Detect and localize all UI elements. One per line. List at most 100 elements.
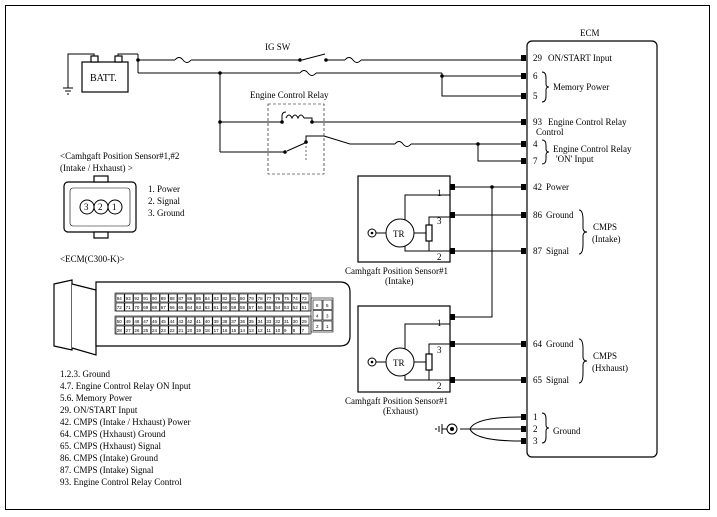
- ecm-cell-label: 82: [222, 296, 228, 301]
- ecm-cell-57: [247, 302, 257, 312]
- sensor-exhaust: 1 3 2 TR Camhgaft Position Sensor#1 (Exh…: [345, 305, 455, 416]
- ecm-cell-label: 64: [187, 305, 193, 310]
- ecm-cell-84: [203, 293, 213, 303]
- ecm-cell-40: [203, 316, 213, 326]
- fuse-icon: [299, 70, 317, 76]
- ecm-cell-93: [124, 293, 134, 303]
- ecm-pin-86: 86 Ground: [521, 210, 574, 220]
- pin-legend-9: 93. Engine Control Relay Control: [60, 477, 182, 487]
- ecm-cell-label: 48: [134, 319, 140, 324]
- svg-text:3: 3: [533, 436, 538, 446]
- ecm-pin-3: 3: [521, 436, 538, 446]
- ecm-cell-28: [115, 325, 125, 335]
- svg-text:2: 2: [437, 381, 442, 391]
- ecm-cell-label: 20: [187, 328, 193, 333]
- ecm-cell-label: 17: [214, 328, 220, 333]
- ecm-cell-label: 37: [231, 319, 237, 324]
- ecm-cell-2: [312, 320, 323, 331]
- ecm-cell-71: [124, 302, 134, 312]
- svg-text:3: 3: [437, 216, 442, 226]
- ecm-cell-3: [322, 310, 333, 321]
- ecm-cell-label: 41: [196, 319, 202, 324]
- ecm-cell-36: [238, 316, 248, 326]
- ecm-cell-label: 9: [284, 328, 287, 333]
- ecm-cell-label: 66: [170, 305, 176, 310]
- ecm-cell-label: 30: [293, 319, 299, 324]
- ecm-cell-27: [124, 325, 134, 335]
- ecm-cell-label: 6: [316, 303, 319, 308]
- ecm-cell-label: 3: [326, 314, 329, 319]
- ecm-cell-64: [186, 302, 195, 312]
- relay-control-label: Control: [536, 127, 564, 137]
- ecm-cell-43: [177, 316, 187, 326]
- sensor-pin-3: 3: [84, 202, 89, 212]
- ecm-cell-label: 56: [258, 305, 264, 310]
- svg-text:Power: Power: [546, 182, 569, 192]
- battery-box: [81, 61, 129, 93]
- ecm-cell-label: 19: [196, 328, 202, 333]
- ecm-cell-label: 31: [284, 319, 290, 324]
- sensor-connector-title-2: (Intake / Hxhaust) >: [60, 163, 133, 173]
- sensor-legend-1: 1. Power: [148, 184, 180, 194]
- ecm-cell-label: 74: [293, 296, 299, 301]
- memory-power-label: Memory Power: [553, 82, 609, 92]
- ecm-cell-label: 67: [161, 305, 167, 310]
- ecm-cell-label: 16: [222, 328, 228, 333]
- ecm-cell-label: 15: [231, 328, 237, 333]
- svg-text:87: 87: [533, 246, 543, 256]
- relay-on-label-1: Engine Control Relay: [553, 144, 632, 154]
- ecm-cell-44: [168, 316, 178, 326]
- ecm-cell-34: [256, 316, 266, 326]
- ecm-cell-54: [274, 302, 283, 312]
- ecm-cell-label: 4: [316, 314, 319, 319]
- svg-text:TR: TR: [393, 229, 405, 239]
- ecm-cell-label: 62: [205, 305, 211, 310]
- sensor-intake-caption-2: (Intake): [385, 276, 413, 286]
- svg-text:29: 29: [533, 53, 543, 63]
- ecm-cell-70: [133, 302, 143, 312]
- svg-text:Ground: Ground: [546, 210, 574, 220]
- ecm-cell-label: 89: [161, 296, 167, 301]
- ecm-pin-6: 6: [521, 71, 538, 81]
- pin-legend-0: 1.2.3. Ground: [60, 369, 110, 379]
- ecm-cell-label: 83: [214, 296, 220, 301]
- ecm-cell-67: [159, 302, 169, 312]
- ecm-cell-label: 87: [178, 296, 184, 301]
- ecm-cell-1: [322, 320, 333, 331]
- ecm-cell-label: 26: [134, 328, 140, 333]
- svg-text:4: 4: [533, 139, 538, 149]
- ecm-pin-65: 65 Signal: [521, 375, 570, 385]
- ecm-cell-76: [274, 293, 283, 303]
- relay-coil-icon: [285, 114, 305, 120]
- pin-legend-5: 64. CMPS (Hxhaust) Ground: [60, 429, 166, 439]
- ecm-pin-42: 42 Power: [521, 182, 569, 192]
- svg-text:2: 2: [533, 424, 538, 434]
- ecm-cell-66: [168, 302, 178, 312]
- ecm-cell-label: 43: [178, 319, 184, 324]
- pin-legend: 1.2.3. Ground 4.7. Engine Control Relay …: [60, 369, 191, 487]
- svg-text:1: 1: [437, 318, 442, 328]
- svg-text:Engine Control Relay: Engine Control Relay: [548, 117, 627, 127]
- ecm-cell-38: [221, 316, 231, 326]
- ecm-cell-label: 51: [302, 305, 308, 310]
- ecm-cell-53: [282, 302, 292, 312]
- svg-text:42: 42: [533, 182, 542, 192]
- resistor-icon: [425, 353, 433, 371]
- ig-switch-icon: [301, 53, 326, 61]
- ecm-cell-label: 38: [222, 319, 228, 324]
- ecm-cell-82: [221, 293, 231, 303]
- pin-legend-8: 87. CMPS (Intake) Signal: [60, 465, 154, 475]
- ecm-cell-94: [115, 293, 125, 303]
- cmps-intake-brace: [578, 209, 588, 255]
- svg-text:TR: TR: [393, 358, 405, 368]
- ecm-cell-label: 86: [187, 296, 193, 301]
- ecm-cell-39: [212, 316, 222, 326]
- ecm-pin-4: 4: [521, 139, 538, 149]
- svg-text:86: 86: [533, 210, 543, 220]
- ecm-cell-label: 24: [152, 328, 158, 333]
- ecm-connector-title: <ECM(C300-K)>: [60, 254, 125, 264]
- ecm-cell-51: [300, 302, 310, 312]
- svg-text:6: 6: [533, 71, 538, 81]
- ecm-cell-13: [247, 325, 257, 335]
